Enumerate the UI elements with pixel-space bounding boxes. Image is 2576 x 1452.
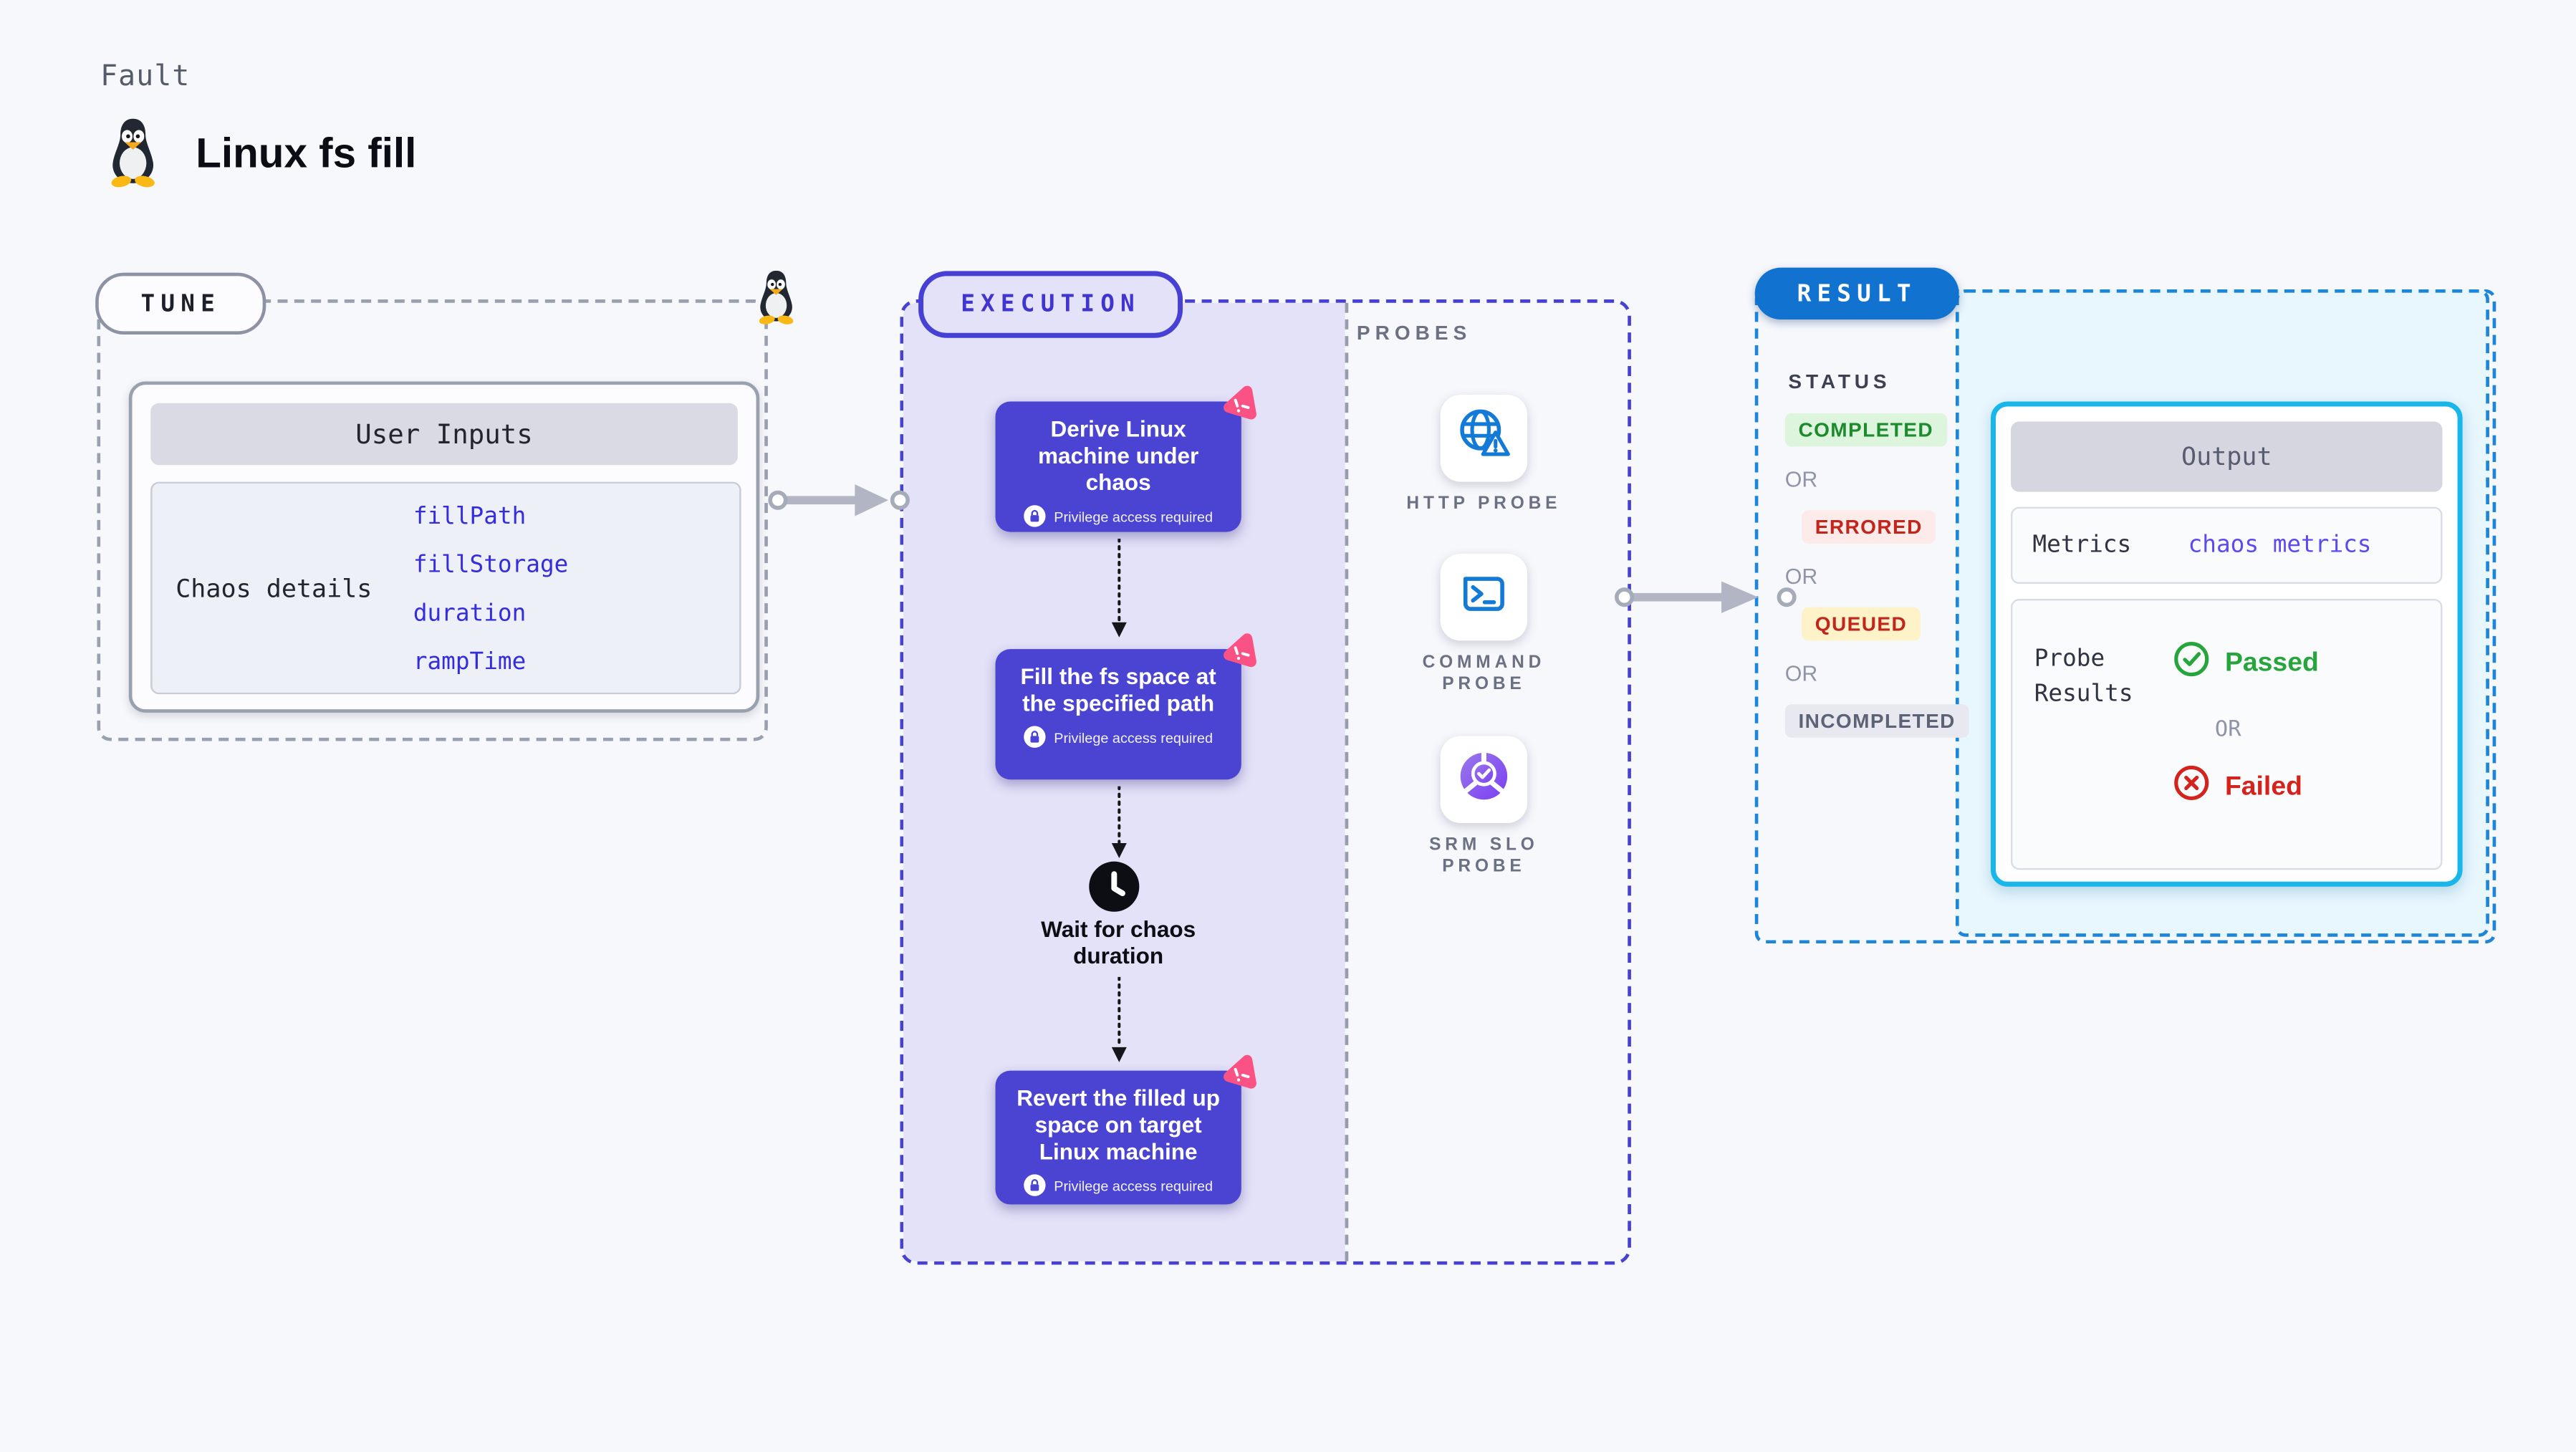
metrics-value: chaos metrics — [2188, 532, 2372, 559]
wait-step-label: Wait for chaos duration — [1041, 916, 1196, 969]
metrics-row: Metrics chaos metrics — [2011, 506, 2443, 585]
lock-icon — [1024, 1174, 1046, 1196]
input-duration: duration — [413, 600, 527, 628]
page-title: Linux fs fill — [196, 130, 417, 178]
tune-pill: TUNE — [95, 272, 266, 335]
terminal-icon — [1457, 566, 1511, 628]
step-title: Derive Linux machine under chaos — [1038, 416, 1199, 496]
command-probe-tile — [1440, 553, 1528, 641]
http-probe-label: HTTP PROBE — [1406, 493, 1562, 514]
step-connector — [1109, 784, 1129, 868]
status-heading: STATUS — [1788, 370, 1891, 393]
clock-icon — [1087, 860, 1141, 921]
or-label: OR — [1784, 466, 1818, 492]
step-connector — [1109, 537, 1129, 648]
passed-label: Passed — [2224, 648, 2319, 677]
tune-section — [97, 299, 768, 741]
passed-result: Passed — [2173, 640, 2319, 686]
lock-icon — [1024, 505, 1046, 527]
probes-divider — [1345, 302, 1349, 1261]
flow-arrow-tune-to-execution — [768, 480, 912, 529]
slo-donut-icon — [1453, 745, 1514, 814]
http-probe-tile — [1440, 395, 1528, 482]
globe-alert-icon — [1453, 404, 1514, 473]
output-title: Output — [2011, 421, 2443, 492]
tux-icon — [105, 117, 160, 196]
chaos-scenario-icon — [1218, 1052, 1259, 1102]
privilege-label: Privilege access required — [1054, 729, 1213, 746]
srm-slo-probe-tile — [1440, 736, 1528, 823]
step-title: Revert the filled up space on target Lin… — [1017, 1085, 1221, 1165]
tux-icon-small — [754, 269, 798, 333]
or-label: OR — [1784, 563, 1818, 590]
command-probe-label: COMMAND PROBE — [1422, 652, 1546, 695]
metrics-label: Metrics — [2032, 532, 2132, 559]
or-label: OR — [2214, 717, 2241, 743]
srm-slo-probe-label: SRM SLO PROBE — [1429, 835, 1539, 877]
input-fillpath: fillPath — [413, 503, 527, 531]
failed-label: Failed — [2224, 771, 2302, 801]
x-circle-icon — [2173, 764, 2210, 809]
step-title: Fill the fs space at the specified path — [1020, 664, 1216, 716]
lock-icon — [1024, 726, 1046, 748]
execution-pill: EXECUTION — [918, 271, 1183, 338]
user-inputs-title: User Inputs — [150, 403, 738, 466]
privilege-label: Privilege access required — [1054, 507, 1213, 525]
probe-results-row: Probe Results Passed OR F — [2011, 599, 2443, 870]
failed-result: Failed — [2173, 764, 2302, 809]
flow-arrow-execution-to-result — [1615, 577, 1799, 626]
privilege-label: Privilege access required — [1054, 1176, 1213, 1194]
status-badge-incompleted: INCOMPLETED — [1784, 704, 1969, 738]
result-pill: RESULT — [1754, 267, 1959, 320]
user-inputs-body: Chaos details fillPath fillStorage durat… — [150, 481, 741, 695]
input-fillstorage: fillStorage — [413, 552, 569, 580]
input-ramptime: rampTime — [413, 649, 527, 676]
step-connector — [1109, 975, 1129, 1072]
or-label: OR — [1784, 660, 1818, 686]
fault-kicker: Fault — [100, 60, 191, 94]
status-badge-errored: ERRORED — [1802, 510, 1936, 544]
status-badge-queued: QUEUED — [1802, 607, 1921, 641]
step-card-fill: Fill the fs space at the specified path … — [995, 633, 1256, 780]
chaos-scenario-icon — [1218, 630, 1259, 681]
output-card: Output Metrics chaos metrics Probe Resul… — [1991, 401, 2463, 887]
chaos-details-label: Chaos details — [176, 574, 373, 605]
check-circle-icon — [2173, 640, 2210, 686]
status-badge-completed: COMPLETED — [1784, 413, 1947, 447]
step-card-derive: Derive Linux machine under chaos Privile… — [995, 385, 1256, 532]
chaos-scenario-icon — [1218, 383, 1259, 433]
user-inputs-card: User Inputs Chaos details fillPath fillS… — [128, 381, 760, 713]
probes-heading: PROBES — [1356, 321, 1472, 345]
probe-results-label: Probe Results — [2034, 645, 2133, 708]
step-card-revert: Revert the filled up space on target Lin… — [995, 1054, 1256, 1205]
